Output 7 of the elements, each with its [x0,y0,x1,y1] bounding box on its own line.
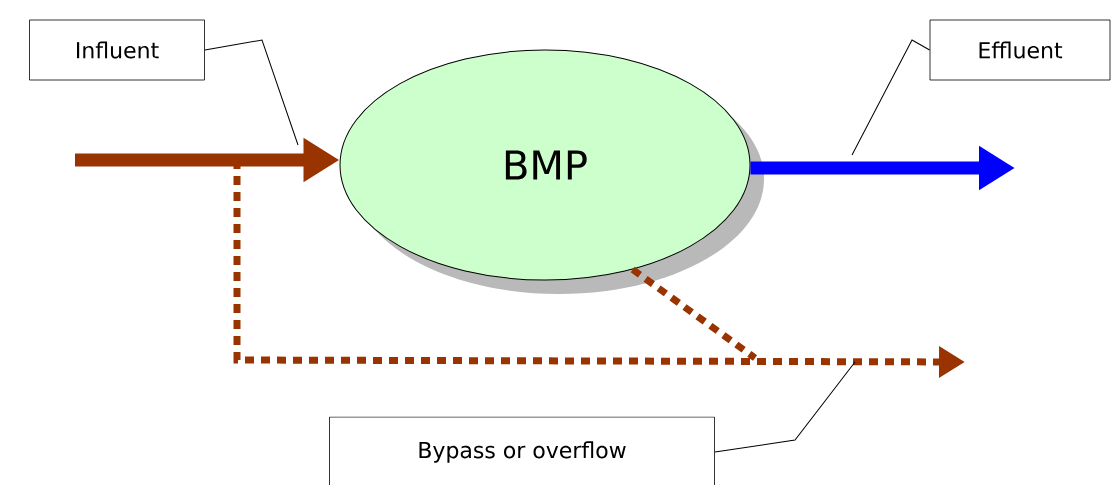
leader-line [851,39,931,156]
leader-line [714,361,856,453]
label-box: Influent [29,19,205,81]
label-box: Bypass or overflow [329,416,715,485]
leader-line [204,39,299,146]
label-box: Effluent [929,19,1111,81]
dashed-line [630,266,758,361]
